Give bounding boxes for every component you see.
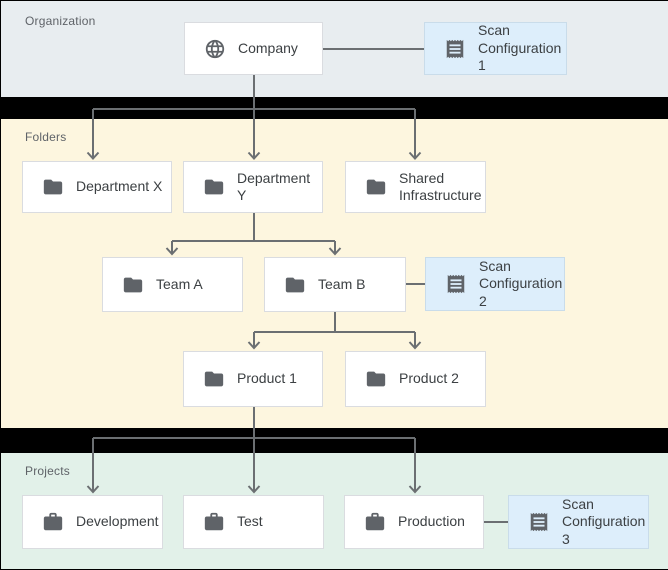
- briefcase-icon: [203, 511, 225, 533]
- node-scan-configuration-2: Scan Configuration 2: [425, 257, 565, 311]
- node-test: Test: [183, 495, 324, 549]
- section-label-folders: Folders: [25, 130, 67, 144]
- node-label: Scan Configuration 3: [562, 495, 646, 547]
- node-development: Development: [22, 495, 163, 549]
- briefcase-icon: [42, 511, 64, 533]
- node-label: Shared Infrastructure: [399, 169, 482, 204]
- separator-bar: [1, 97, 668, 119]
- folder-icon: [365, 368, 387, 390]
- globe-icon: [204, 38, 226, 60]
- node-label: Development: [76, 513, 159, 530]
- node-company: Company: [184, 22, 323, 75]
- node-label: Department X: [76, 178, 163, 195]
- node-label: Test: [237, 513, 263, 530]
- receipt-icon: [445, 273, 467, 295]
- node-shared-infrastructure: Shared Infrastructure: [345, 161, 486, 213]
- node-label: Production: [398, 513, 465, 530]
- node-label: Product 1: [237, 370, 297, 387]
- folder-icon: [203, 368, 225, 390]
- node-label: Team A: [156, 275, 203, 292]
- section-label-organization: Organization: [25, 14, 96, 28]
- node-department-y: Department Y: [183, 161, 323, 213]
- node-label: Scan Configuration 1: [478, 22, 562, 74]
- node-label: Scan Configuration 2: [479, 257, 563, 309]
- section-label-projects: Projects: [25, 464, 70, 478]
- separator-bar: [1, 428, 668, 453]
- node-product-1: Product 1: [183, 351, 323, 407]
- briefcase-icon: [364, 511, 386, 533]
- node-label: Company: [238, 39, 298, 56]
- node-department-x: Department X: [22, 161, 172, 213]
- folder-icon: [284, 274, 306, 296]
- node-scan-configuration-1: Scan Configuration 1: [424, 22, 567, 75]
- node-product-2: Product 2: [345, 351, 486, 407]
- receipt-icon: [444, 38, 466, 60]
- receipt-icon: [528, 511, 550, 533]
- node-label: Department Y: [237, 169, 311, 204]
- node-label: Product 2: [399, 370, 459, 387]
- node-label: Team B: [318, 275, 366, 292]
- folder-icon: [42, 176, 64, 198]
- node-production: Production: [344, 495, 484, 549]
- node-team-a: Team A: [102, 257, 243, 312]
- folder-icon: [365, 176, 387, 198]
- node-scan-configuration-3: Scan Configuration 3: [508, 495, 649, 549]
- node-team-b: Team B: [264, 257, 406, 312]
- folder-icon: [122, 274, 144, 296]
- folder-icon: [203, 176, 225, 198]
- organization-band: [1, 1, 668, 97]
